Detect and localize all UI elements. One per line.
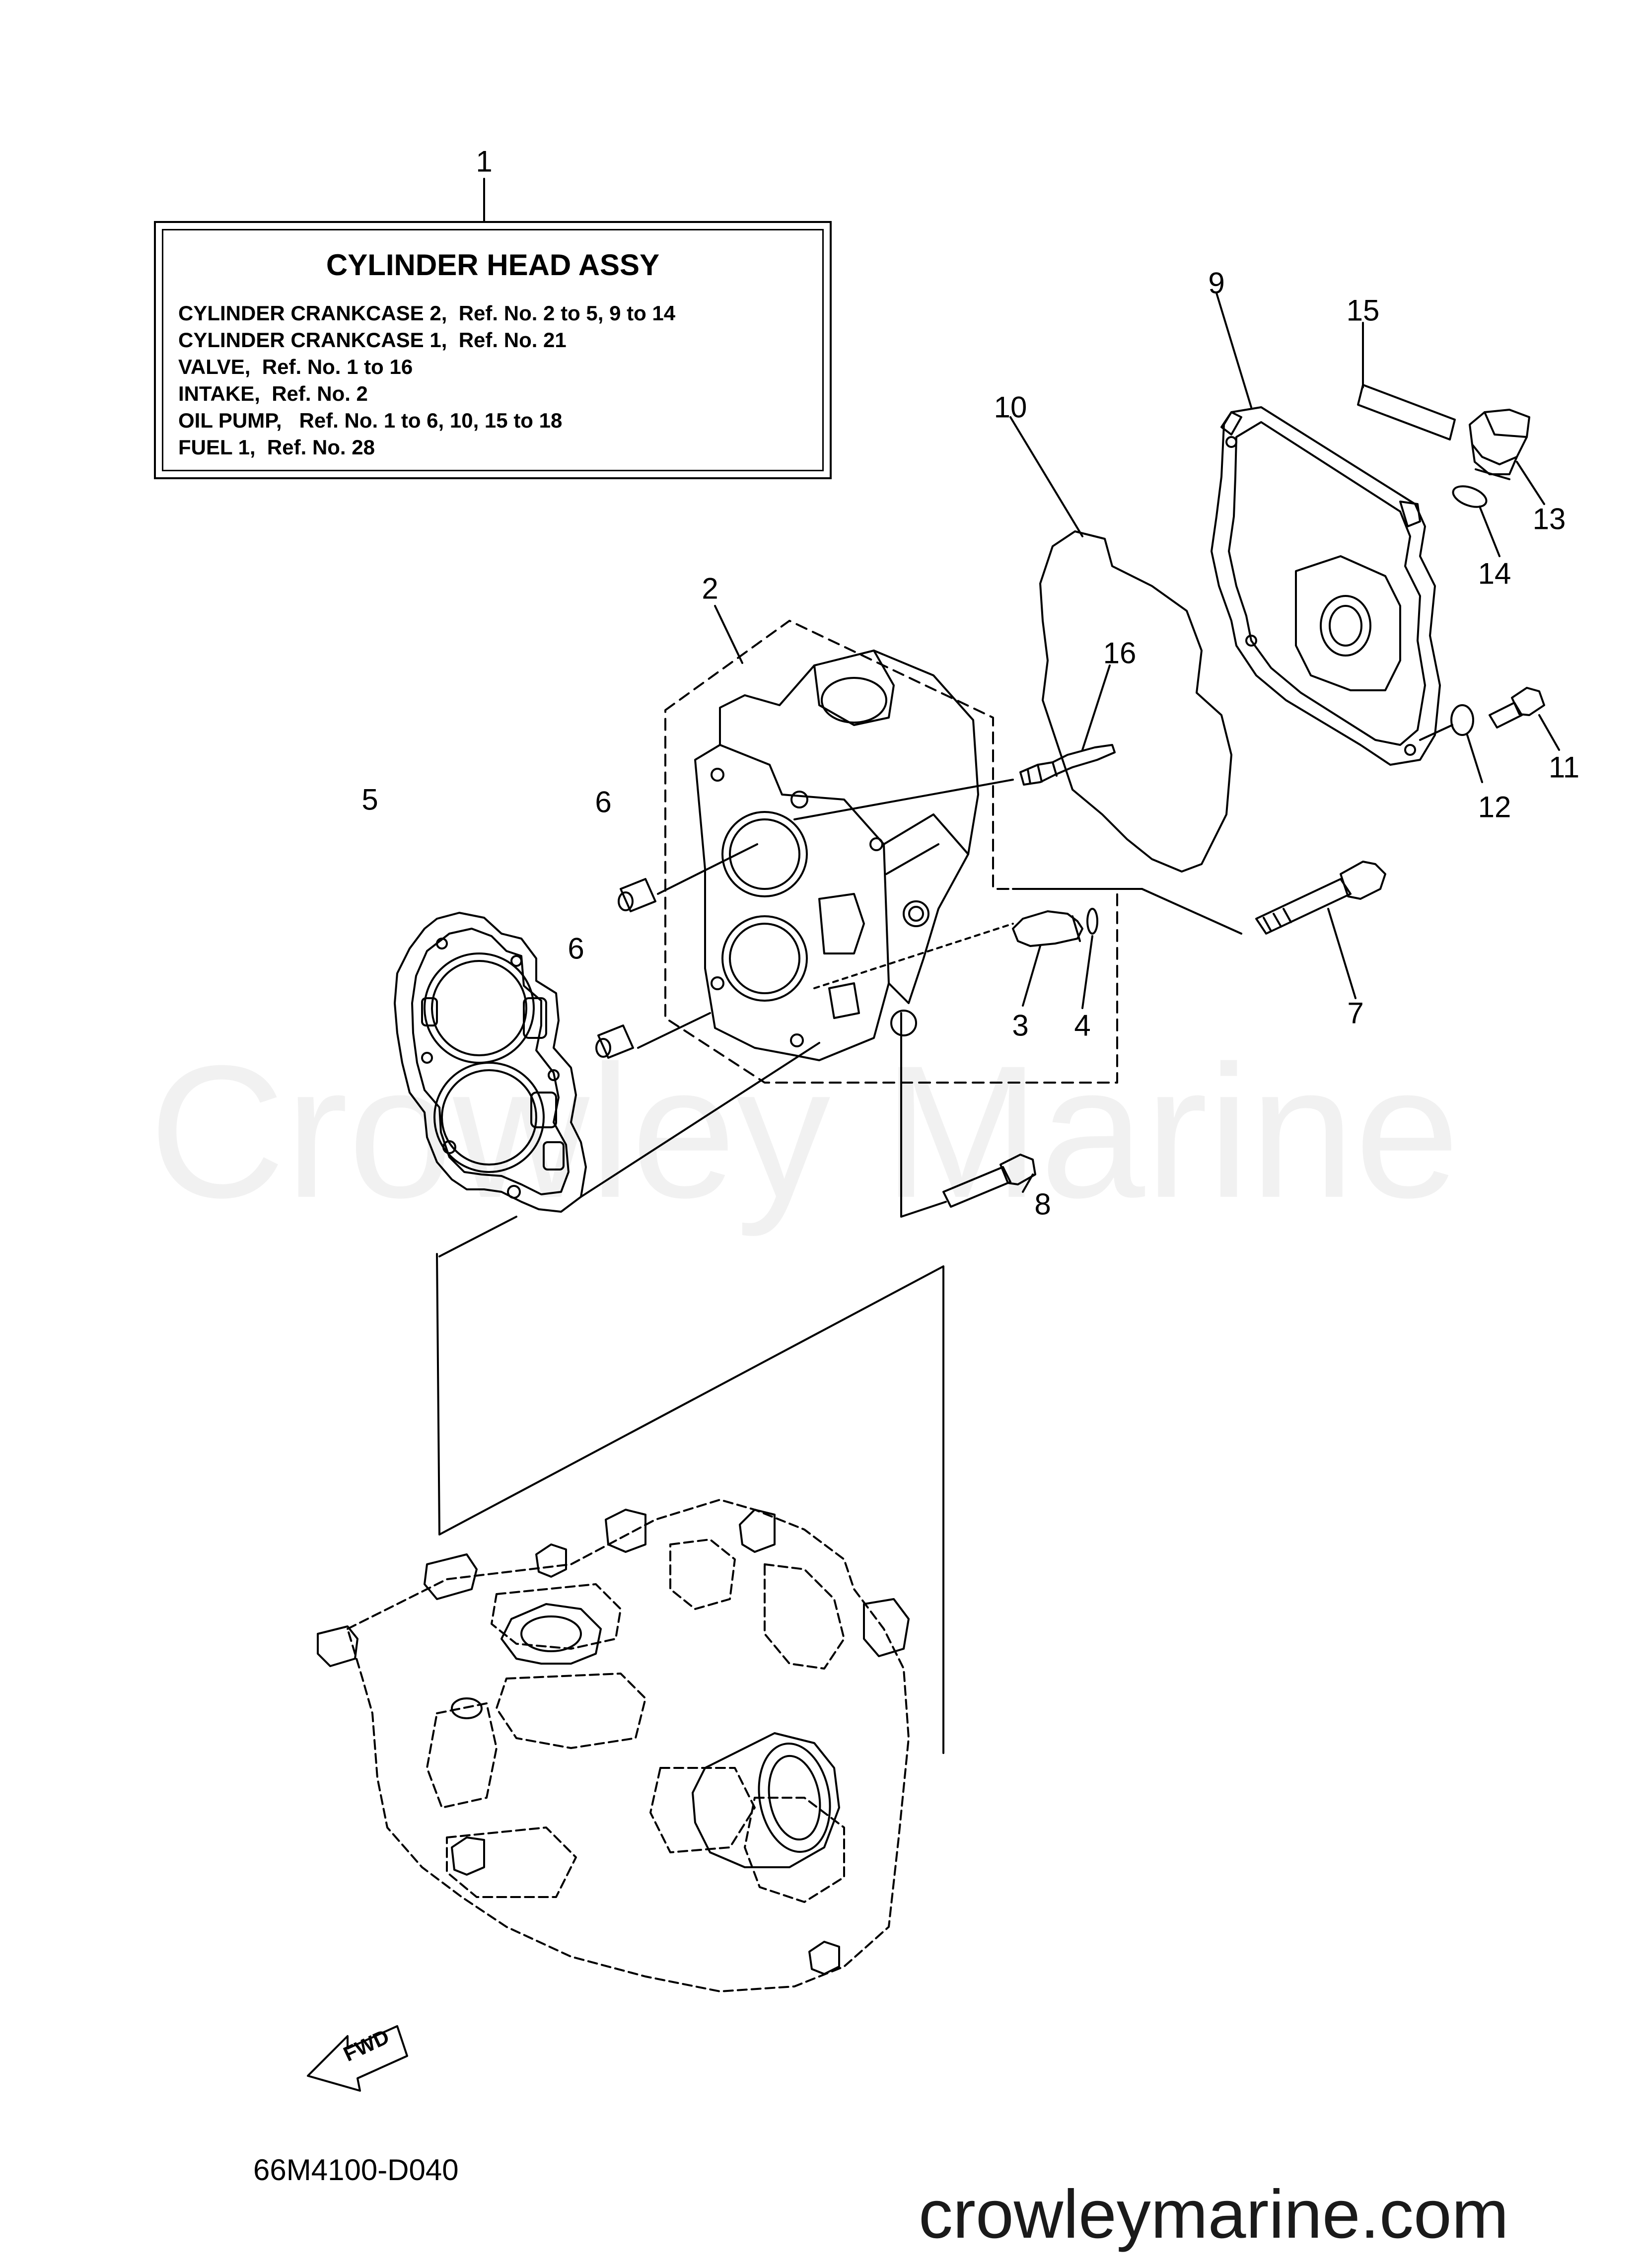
callout-6-lower: 6 [568,932,584,965]
leader-9 [1215,292,1252,408]
crankcase-solid-details [317,1509,910,1975]
leader-8 [1022,1173,1034,1193]
projection-line [438,1216,517,1257]
callout-7: 7 [1347,996,1364,1030]
leader-16 [1081,664,1111,751]
valve-part-3 [1012,910,1083,947]
leader-2 [714,605,743,664]
callout-2: 2 [702,572,718,605]
callout-5: 5 [361,783,378,816]
valve-alignment-line [813,923,1014,989]
callout-1: 1 [476,145,493,178]
bolt-part-8 [942,1154,1036,1208]
callout-6-upper: 6 [595,785,612,819]
assembly-label-box: CYLINDER HEAD ASSY CYLINDER CRANKCASE 2,… [154,221,832,479]
oil-filler-cap-part-13 [1469,409,1530,480]
plug-alignment-line [793,779,1014,820]
bolt-reference-line-7b [1141,888,1242,935]
watermark-text: Crowley Marine [149,1026,1460,1237]
cover-gasket-part-10 [1039,530,1232,873]
washer-part-4 [1086,908,1098,935]
leader-10 [1009,416,1083,537]
callout-10: 10 [994,390,1027,424]
callout-8: 8 [1034,1187,1051,1221]
label-plate-part-15 [1357,384,1456,440]
label-line: INTAKE, Ref. No. 2 [178,382,368,405]
spark-plug-part-16 [1019,744,1116,786]
leader-7 [1327,908,1356,999]
leader-12 [1466,734,1483,783]
head-gasket-part-5 [394,912,587,1213]
forward-direction-arrow [307,2025,408,2092]
callout-13: 13 [1532,502,1566,536]
callout-14: 14 [1478,557,1511,590]
dowel-alignment-line-upper [657,843,758,895]
label-box-title: CYLINDER HEAD ASSY [326,248,660,282]
cylinder-head-part-2 [694,650,979,1061]
dowel-pin-lower-part-6 [595,1024,634,1059]
cylinder-head-cover-part-9 [1211,406,1441,766]
projection-box [436,1253,944,1754]
leader-4 [1081,935,1093,1009]
label-line: FUEL 1, Ref. No. 28 [178,436,375,459]
label-line: CYLINDER CRANKCASE 1, Ref. No. 21 [178,328,567,352]
bolt-reference-line-8 [900,1012,947,1218]
callout-4: 4 [1074,1009,1091,1042]
dowel-alignment-line-lower [637,1012,711,1049]
drawing-number: 66M4100-D040 [253,2153,459,2187]
washer-part-12 [1419,704,1474,741]
label-line: OIL PUMP, Ref. No. 1 to 6, 10, 15 to 18 [178,409,563,432]
cylinder-head-dashed-outline [664,620,1118,1084]
label-line: CYLINDER CRANKCASE 2, Ref. No. 2 to 5, 9… [178,301,676,325]
leader-13 [1516,461,1545,505]
callout-16: 16 [1103,636,1137,670]
label-line: VALVE, Ref. No. 1 to 16 [178,355,413,378]
bolt-part-7 [1255,861,1386,935]
label-box-lines: CYLINDER CRANKCASE 2, Ref. No. 2 to 5, 9… [178,300,675,461]
callout-15: 15 [1346,293,1380,327]
dowel-pin-upper-part-6 [618,878,656,912]
callout-12: 12 [1478,790,1511,824]
bolt-part-11 [1489,687,1545,729]
site-url: crowleymarine.com [919,2176,1509,2253]
label-box-inner-border [162,229,824,471]
callout-9: 9 [1208,266,1225,300]
leader-3 [1022,945,1041,1007]
cylinder-crankcase-block [347,1499,910,1992]
callout-3: 3 [1012,1009,1029,1042]
o-ring-part-14 [1452,485,1488,508]
leader-14 [1479,506,1500,557]
leader-11 [1538,714,1560,751]
callout-11: 11 [1548,750,1580,784]
gasket-alignment-line [580,1042,820,1198]
